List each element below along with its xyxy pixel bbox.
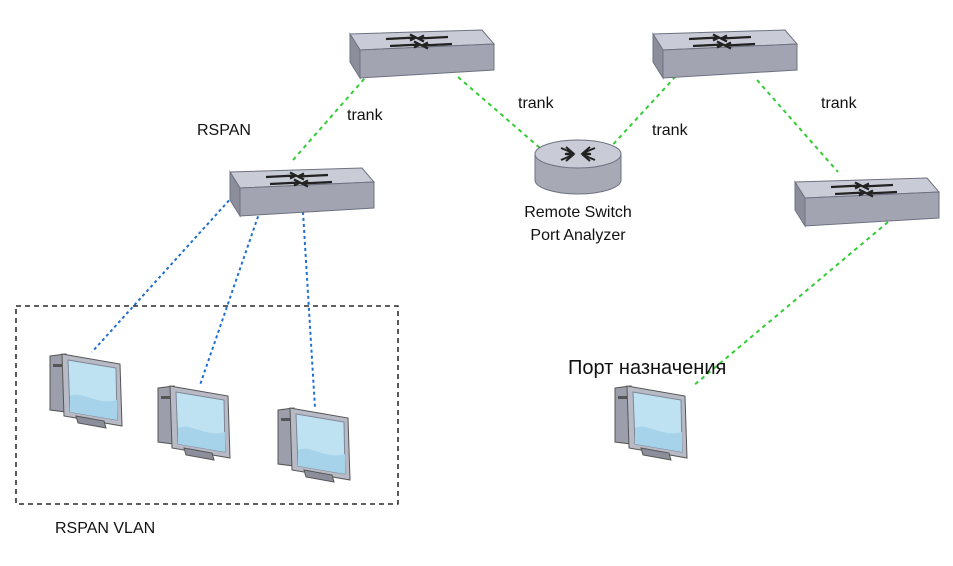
- core-switch-left: [349, 22, 496, 80]
- trunk-label-router-right: trank: [652, 122, 688, 139]
- trunk-label-middle: trank: [518, 95, 554, 112]
- trunk-links: [292, 69, 889, 387]
- analyzer-label-line1: Remote Switch: [524, 204, 632, 221]
- destination-pc: [613, 382, 693, 462]
- trunk-link-rspan-to-core-left: [292, 69, 373, 161]
- workstation-icon: [614, 385, 688, 461]
- rspan-vlan-label: RSPAN VLAN: [55, 520, 156, 537]
- analyzer-label-line2: Port Analyzer: [530, 227, 626, 244]
- trunk-link-core-left-to-router: [457, 76, 541, 149]
- access-link-pc-3: [302, 211, 316, 409]
- rspan-vlan-box: [15, 305, 399, 505]
- access-link-pc-2: [199, 204, 263, 386]
- network-switch-icon: [794, 177, 941, 228]
- workstation-icon: [49, 353, 123, 429]
- source-pc-3: [276, 404, 356, 484]
- core-switch-right: [652, 22, 799, 80]
- source-pc-1: [48, 350, 128, 430]
- analyzer-router: [533, 138, 623, 196]
- network-switch-icon: [229, 167, 376, 218]
- trunk-label-right: trank: [821, 95, 857, 112]
- access-links: [91, 195, 316, 409]
- workstation-icon: [277, 407, 351, 483]
- network-switch-icon: [349, 29, 496, 80]
- destination-port-label: Порт назначения: [568, 357, 727, 379]
- access-link-pc-1: [91, 195, 234, 353]
- workstation-icon: [157, 385, 231, 461]
- rspan-source-switch: [229, 160, 376, 218]
- rspan-label: RSPAN: [197, 122, 251, 139]
- network-switch-icon: [652, 29, 799, 80]
- trunk-label-left: trank: [347, 107, 383, 124]
- router-icon: [534, 139, 622, 195]
- trunk-link-router-to-core-right: [607, 75, 677, 151]
- link-dest-switch-to-dest-pc: [692, 221, 889, 387]
- destination-switch: [794, 170, 941, 228]
- source-pc-2: [156, 382, 236, 462]
